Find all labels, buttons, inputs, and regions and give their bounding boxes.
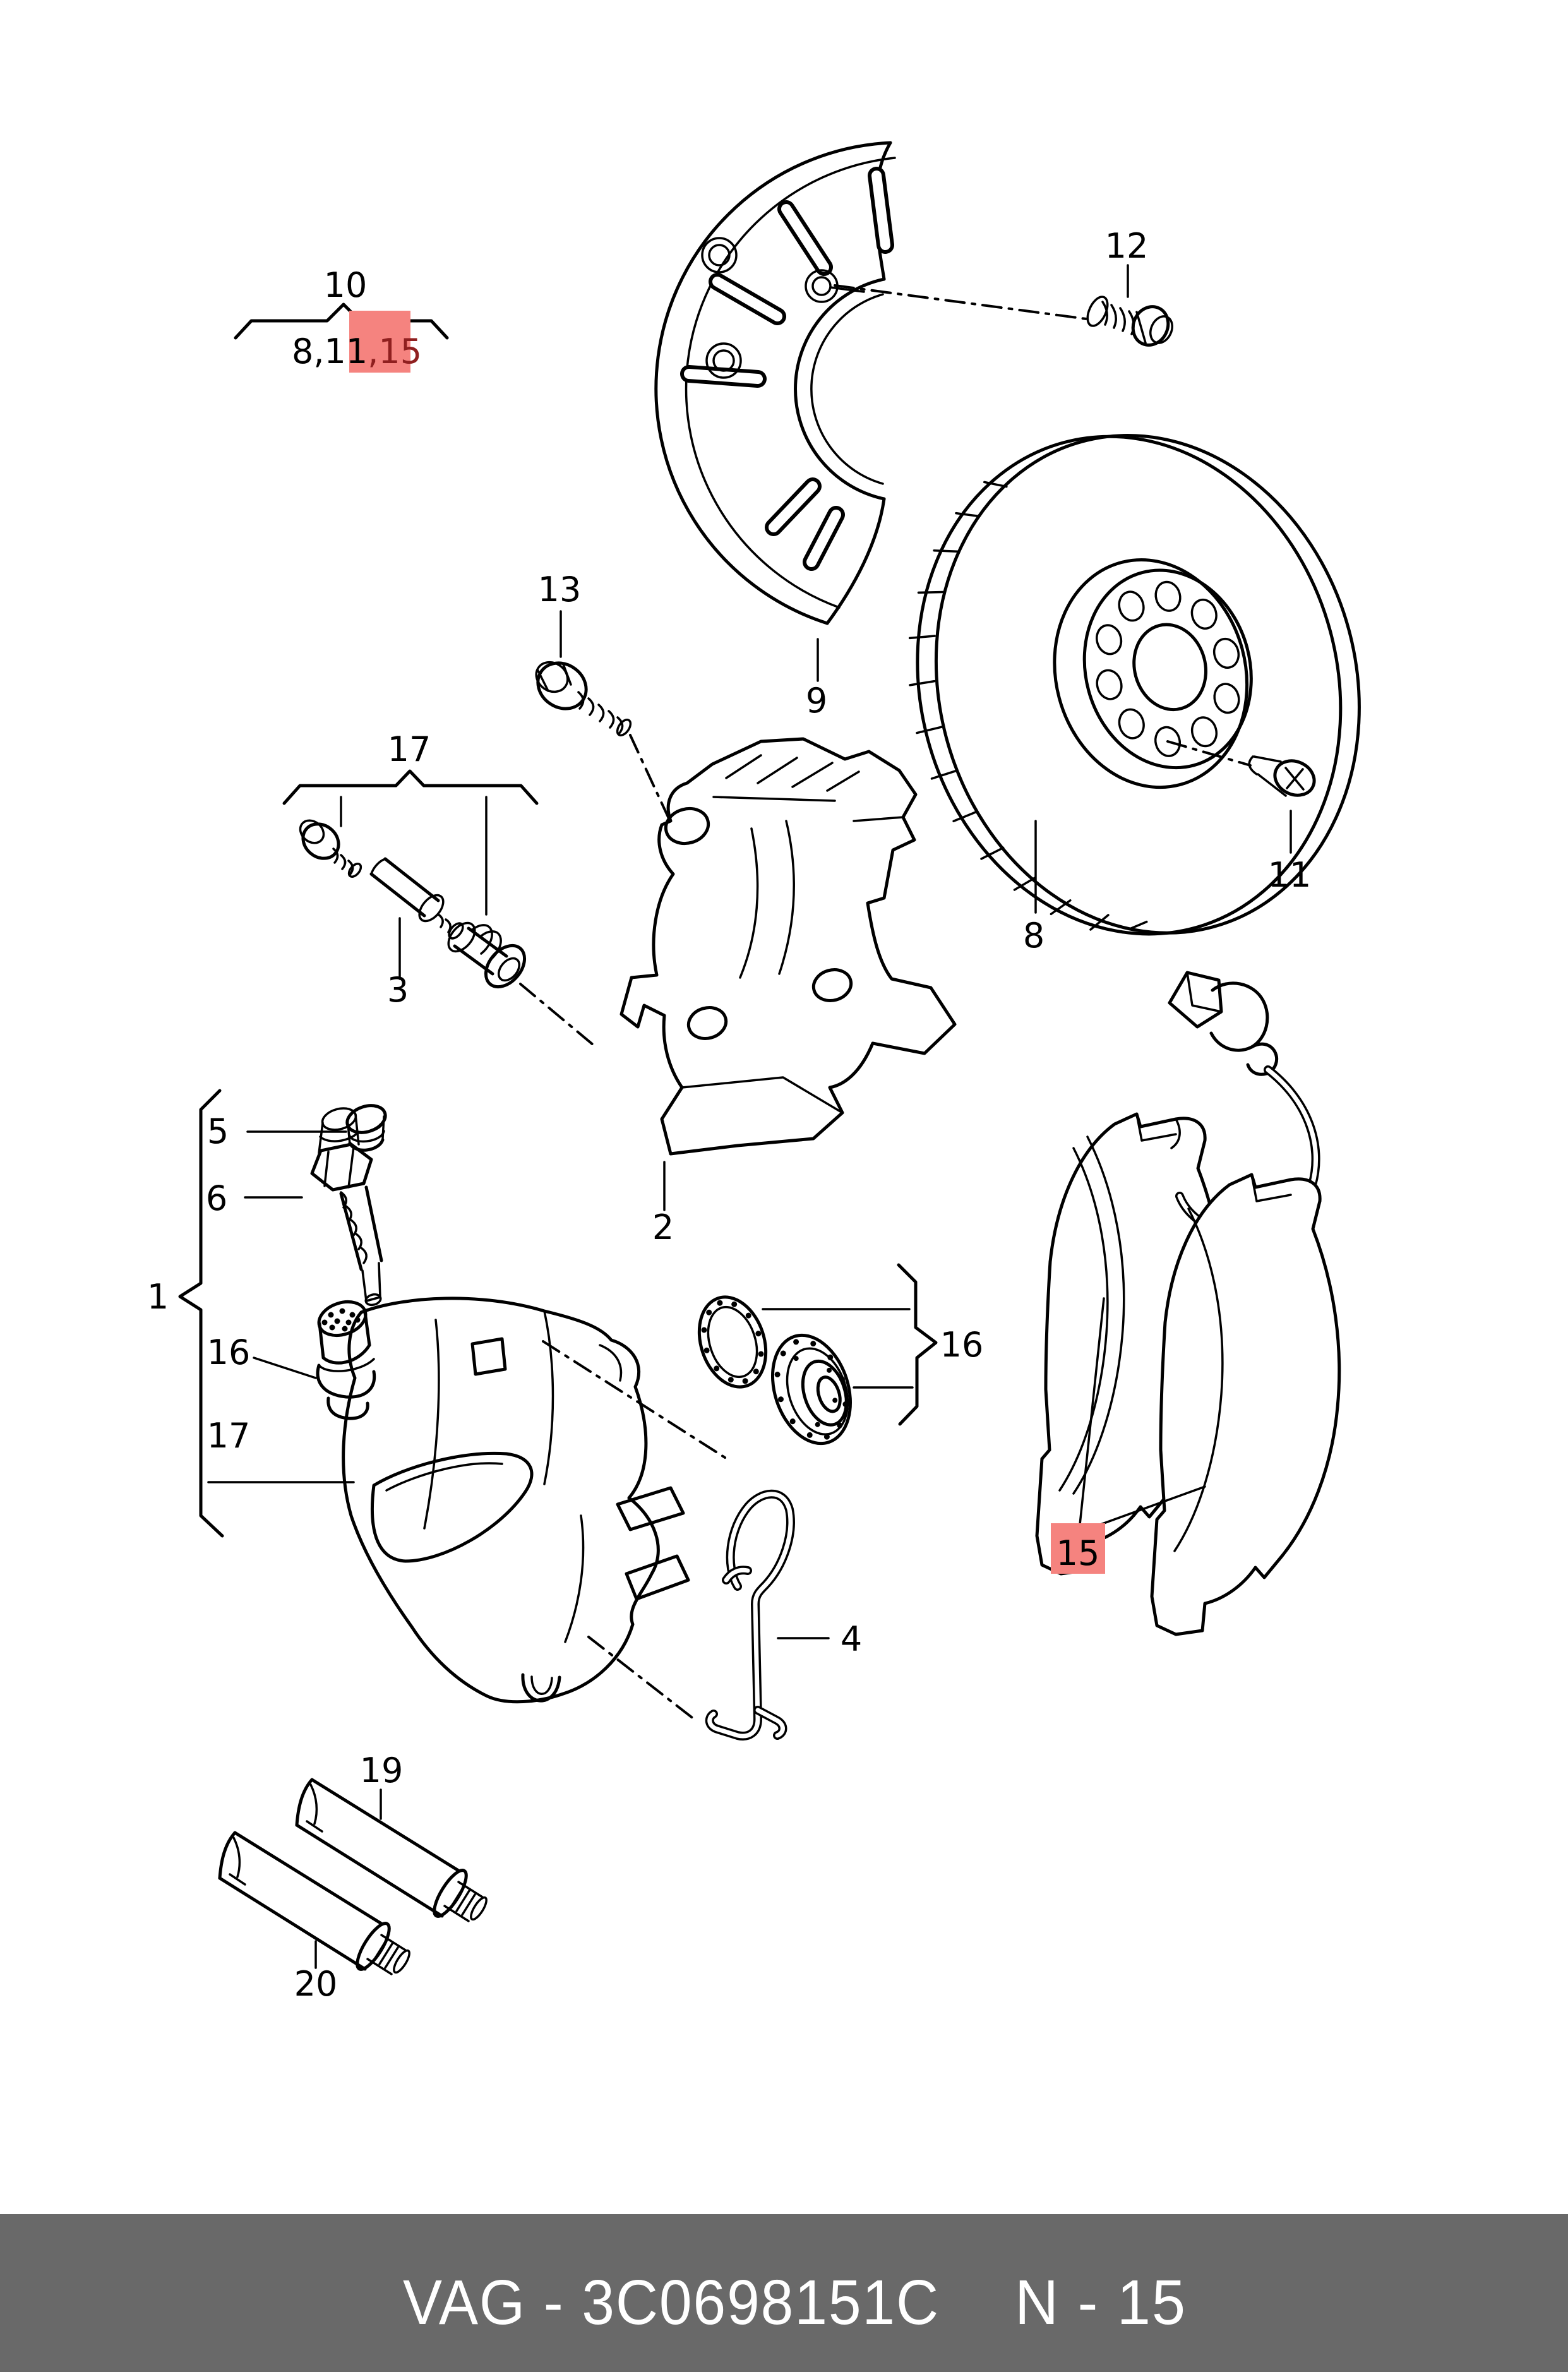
footer-background <box>0 2214 1568 2372</box>
carrier-label-2: 2 <box>652 1161 674 1247</box>
brake-disc-drawing: 8 <box>908 434 1361 955</box>
callout-17-top: 17 <box>388 729 431 769</box>
callout-15-suffix: ,15 <box>368 332 422 371</box>
callout-15: 15 <box>1056 1533 1100 1573</box>
caliper-body-drawing <box>342 1297 698 1723</box>
bleeder-valve-6: 6 <box>206 1107 383 1307</box>
outer-pad <box>1150 1173 1341 1636</box>
callout-10: 10 <box>324 265 368 305</box>
wheel-bolt-holes <box>1096 580 1240 757</box>
part-number-text: VAG - 3C0698151C <box>403 2267 940 2338</box>
callout-9: 9 <box>806 681 827 721</box>
callout-8: 8 <box>1023 916 1044 955</box>
callout-12: 12 <box>1105 226 1149 266</box>
carrier-hatching <box>681 754 904 1114</box>
callout-bracket-top: 10 8,11,15 <box>234 265 449 373</box>
vent-ticks <box>908 481 1148 931</box>
disc-label-8: 8 <box>1023 820 1044 955</box>
callout-2: 2 <box>652 1207 674 1247</box>
retaining-spring-4: 4 <box>705 1489 862 1740</box>
tube-19-body <box>295 1778 488 1922</box>
callout-17-left: 17 <box>207 1416 251 1456</box>
guide-pin-kit-17: 17 3 <box>282 729 599 1050</box>
tube-20-body <box>218 1831 410 1975</box>
callout-16-left: 16 <box>207 1333 251 1372</box>
guide-bush-17-left: 17 <box>207 1416 355 1483</box>
piston-16-left: 16 <box>207 1333 317 1379</box>
dust-cap-5: 5 <box>207 1104 387 1152</box>
spring-label-4: 4 <box>777 1619 862 1659</box>
caliper-carrier-drawing: 2 <box>619 737 957 1247</box>
callout-16-right: 16 <box>940 1325 984 1365</box>
brake-pads-drawing: 15 <box>1035 971 1341 1636</box>
disc-screw-11: 11 <box>1166 740 1316 895</box>
callout-11: 11 <box>1268 855 1312 895</box>
caliper-assembly-brace-1: 1 5 6 <box>147 1089 387 1538</box>
square-seal-ring <box>697 1295 768 1389</box>
callout-13: 13 <box>538 570 582 609</box>
carrier-bolt-13: 13 <box>535 570 671 821</box>
dust-boot-stack <box>770 1333 853 1446</box>
shield-bolt-12: 12 <box>834 226 1173 347</box>
callout-3: 3 <box>387 970 409 1010</box>
shield-label-9: 9 <box>806 638 827 721</box>
callout-8-11: 8,11 <box>292 332 368 371</box>
callout-4: 4 <box>841 1619 862 1659</box>
pads-label-15: 15 <box>1051 1297 1206 1574</box>
splash-shield-drawing: 9 <box>654 141 896 721</box>
seal-kit-16-right: 16 <box>542 1263 984 1459</box>
guide-pin-3-label: 3 <box>387 917 409 1010</box>
highlight-box-top <box>349 311 410 373</box>
footer-bar: VAG - 3C0698151C N - 15 <box>0 2214 1568 2372</box>
screw-11-label: 11 <box>1268 810 1312 895</box>
page-ref-text: N - 15 <box>1015 2267 1187 2338</box>
callout-8-11-15: 8,11,15 <box>292 332 422 371</box>
grease-tube-20: 20 <box>218 1831 410 2004</box>
callout-5: 5 <box>207 1111 229 1151</box>
callout-20: 20 <box>294 1964 338 2004</box>
callout-6: 6 <box>206 1178 227 1218</box>
grease-tube-19: 19 <box>295 1751 488 1922</box>
caliper-piston-boot <box>316 1300 376 1420</box>
highlight-box-pads <box>1051 1523 1105 1574</box>
callout-1: 1 <box>147 1277 169 1317</box>
bolt-12-label: 12 <box>1105 226 1149 298</box>
callout-19: 19 <box>360 1751 404 1790</box>
